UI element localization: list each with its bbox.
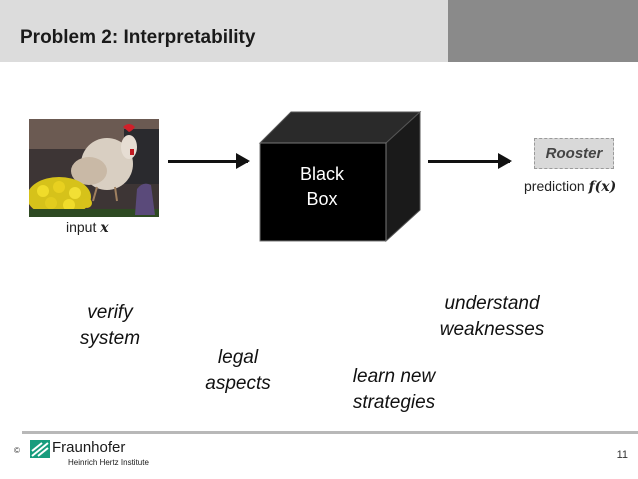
- page-number: 11: [616, 449, 628, 461]
- logo-name: Fraunhofer: [52, 439, 126, 456]
- black-box-cube: [258, 110, 422, 243]
- prediction-tag-text: Rooster: [545, 145, 603, 162]
- black-box-label: Black Box: [260, 162, 384, 212]
- reason-learn-strategies: learn new strategies: [342, 364, 446, 416]
- header-bar: [0, 0, 448, 62]
- reason-learn-line2: strategies: [352, 392, 436, 413]
- rooster-photo-illustration: [29, 119, 159, 217]
- reason-understand-line1: understand: [444, 293, 540, 314]
- input-label: input x: [66, 219, 109, 236]
- input-symbol: x: [100, 220, 109, 236]
- arrow-box-to-prediction: [428, 153, 512, 169]
- header-accent: [448, 0, 638, 62]
- input-label-text: input: [66, 219, 97, 235]
- reason-legal-line2: aspects: [205, 373, 271, 394]
- reason-legal-line1: legal: [217, 347, 259, 368]
- footer-divider: [22, 431, 638, 434]
- prediction-label-text: prediction: [524, 178, 585, 194]
- black-box-label-line2: Box: [306, 189, 338, 209]
- reason-verify-line2: system: [79, 328, 141, 349]
- logo-subtitle: Heinrich Hertz Institute: [68, 458, 149, 467]
- prediction-symbol: f(x): [588, 179, 617, 195]
- reason-learn-line1: learn new: [352, 366, 436, 387]
- page-title: Problem 2: Interpretability: [20, 27, 256, 48]
- reason-legal-aspects: legal aspects: [197, 345, 279, 397]
- fraunhofer-logo-icon: [30, 440, 50, 458]
- reason-verify-line1: verify: [87, 302, 133, 323]
- copyright-mark: ©: [14, 446, 20, 455]
- black-box-label-line1: Black: [299, 164, 344, 184]
- rooster-photo: [29, 119, 159, 217]
- reason-understand-line2: weaknesses: [439, 319, 545, 340]
- arrow-input-to-box: [168, 153, 250, 169]
- reason-verify-system: verify system: [74, 300, 146, 352]
- prediction-tag-box: [534, 138, 614, 169]
- reason-understand-weaknesses: understand weaknesses: [428, 291, 556, 343]
- prediction-label: prediction f(x): [524, 178, 616, 195]
